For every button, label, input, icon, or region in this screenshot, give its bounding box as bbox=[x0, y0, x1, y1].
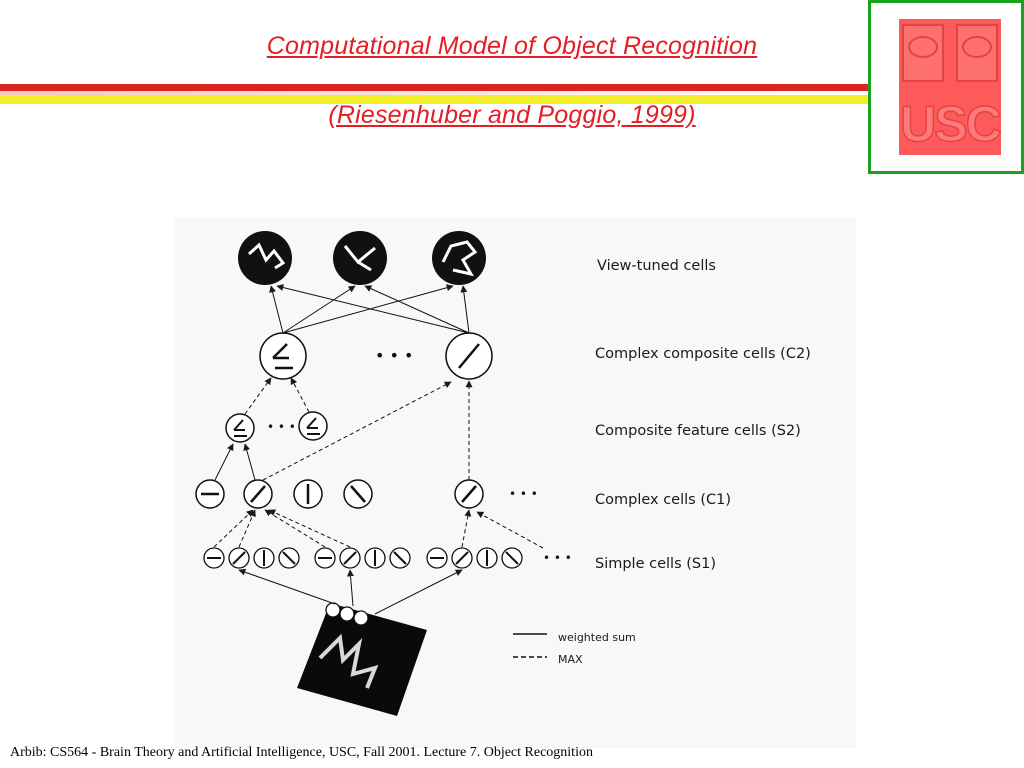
usc-logo: USC bbox=[899, 19, 1001, 155]
svg-text:• • •: • • • bbox=[267, 420, 296, 434]
view-tuned-cells bbox=[238, 231, 486, 285]
legend-max: MAX bbox=[558, 653, 583, 666]
legend: weighted sum MAX bbox=[513, 631, 636, 666]
svg-text:• • •: • • • bbox=[543, 551, 572, 565]
c1-to-s2-arrows bbox=[214, 380, 473, 481]
label-s1: Simple cells (S1) bbox=[595, 556, 716, 572]
header-stripe-shade bbox=[0, 91, 870, 95]
svg-text:• • •: • • • bbox=[509, 487, 538, 501]
input-image bbox=[297, 602, 427, 716]
label-s2: Composite feature cells (S2) bbox=[595, 423, 801, 439]
s2-cells: • • • bbox=[225, 411, 328, 443]
label-view-tuned: View-tuned cells bbox=[597, 258, 716, 274]
slide-subtitle: (Riesenhuber and Poggio, 1999) bbox=[328, 101, 696, 129]
s1-cells: • • • bbox=[203, 547, 572, 569]
legend-weighted-sum: weighted sum bbox=[558, 631, 636, 644]
c2-cells: • • • bbox=[259, 332, 493, 380]
header-stripe-red bbox=[0, 84, 870, 91]
slide-footer: Arbib: CS564 - Brain Theory and Artifici… bbox=[10, 745, 593, 760]
slide-title: Computational Model of Object Recognitio… bbox=[266, 32, 758, 60]
model-diagram: • • • • • • • • • bbox=[175, 218, 856, 748]
image-to-s1-arrows bbox=[238, 568, 463, 615]
c2-to-view-arrows bbox=[269, 284, 470, 334]
header-stripe-yellow bbox=[0, 95, 870, 104]
c1-cells: • • • bbox=[195, 479, 538, 509]
svg-text:• • •: • • • bbox=[375, 346, 413, 365]
label-c2: Complex composite cells (C2) bbox=[595, 346, 811, 362]
s2-to-c2-arrows bbox=[244, 377, 310, 415]
label-c1: Complex cells (C1) bbox=[595, 492, 731, 508]
logo-frame: USC bbox=[868, 0, 1024, 174]
logo-text: USC bbox=[900, 96, 1000, 152]
s1-to-c1-arrows bbox=[213, 509, 544, 549]
